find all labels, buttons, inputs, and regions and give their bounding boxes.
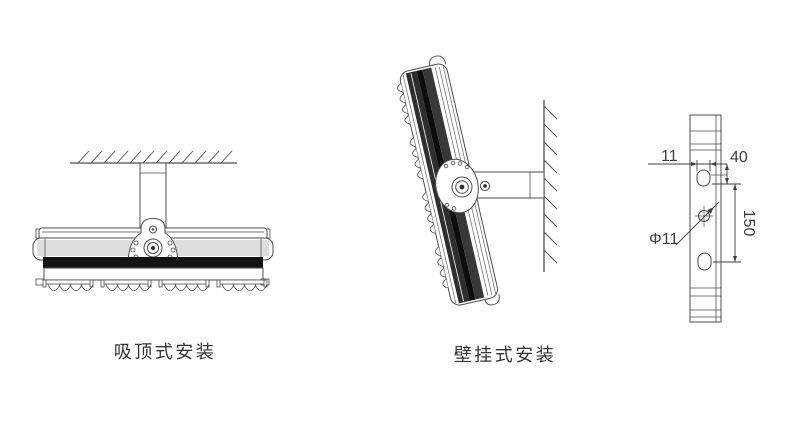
lens-bumps bbox=[397, 82, 449, 289]
wall-bracket-plate bbox=[435, 158, 491, 214]
wall-hatch bbox=[543, 100, 558, 272]
ceiling-mount-drawing bbox=[32, 150, 274, 292]
ceiling-mount-caption: 吸顶式安装 bbox=[113, 342, 217, 362]
mount-slot-bottom bbox=[697, 252, 712, 271]
wall-mount-drawing bbox=[397, 55, 558, 306]
dimension-lines bbox=[648, 160, 741, 263]
lock-bolt bbox=[479, 180, 491, 192]
dim-hole-spacing-150 bbox=[712, 183, 741, 263]
dim-top-offset-label: 40 bbox=[730, 149, 748, 166]
ceiling-hatch bbox=[70, 150, 237, 164]
dim-hole-diameter-label: Φ11 bbox=[649, 231, 679, 248]
pivot-bolt bbox=[451, 176, 473, 198]
dim-slot-width-label: 11 bbox=[661, 148, 678, 165]
mount-arm bbox=[467, 171, 545, 199]
mount-bracket bbox=[127, 217, 179, 263]
lens-array bbox=[35, 257, 270, 292]
dia-leader bbox=[675, 201, 720, 246]
dim-slot-width-11 bbox=[648, 160, 727, 171]
dim-hole-spacing-label: 150 bbox=[740, 209, 757, 237]
dim-top-offset-40 bbox=[711, 164, 729, 184]
wall-mount-caption: 壁挂式安装 bbox=[453, 345, 557, 365]
bracket-profile-drawing bbox=[648, 114, 741, 323]
mount-slot-top bbox=[696, 169, 711, 187]
